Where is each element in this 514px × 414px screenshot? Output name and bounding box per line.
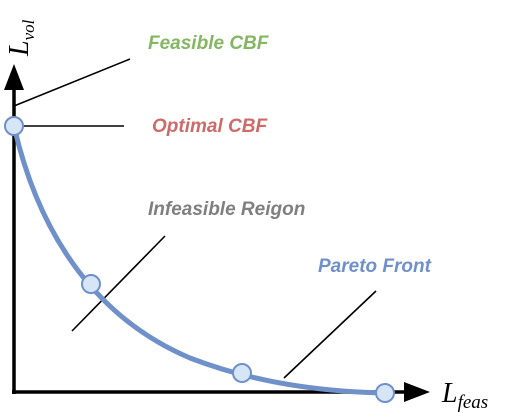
pareto-point-marker bbox=[375, 383, 395, 403]
y-axis-arrow bbox=[4, 64, 24, 90]
feasible-cbf-leader bbox=[13, 58, 131, 107]
y-axis-label-sub: vol bbox=[19, 19, 38, 40]
x-axis-label-main: L bbox=[441, 378, 458, 409]
pareto-point-marker bbox=[232, 363, 252, 383]
optimal-cbf-label: Optimal CBF bbox=[152, 116, 268, 137]
pareto-point-marker bbox=[81, 274, 101, 294]
x-axis-label: Lfeas bbox=[441, 378, 488, 413]
y-axis-label-main: L bbox=[4, 40, 35, 57]
x-axis-arrow bbox=[404, 382, 430, 402]
pareto-front-curve bbox=[11, 123, 388, 396]
x-axis-label-sub: feas bbox=[458, 392, 489, 413]
y-axis-label: Lvol bbox=[4, 19, 38, 57]
infeasible-region-label: Infeasible Reigon bbox=[148, 199, 305, 220]
feasible-cbf-label: Feasible CBF bbox=[148, 33, 270, 54]
infeasible-region-leader bbox=[71, 235, 166, 332]
optimal-cbf-marker bbox=[4, 116, 24, 136]
pareto-front-label: Pareto Front bbox=[318, 256, 432, 277]
pareto-front-leader bbox=[283, 290, 377, 379]
